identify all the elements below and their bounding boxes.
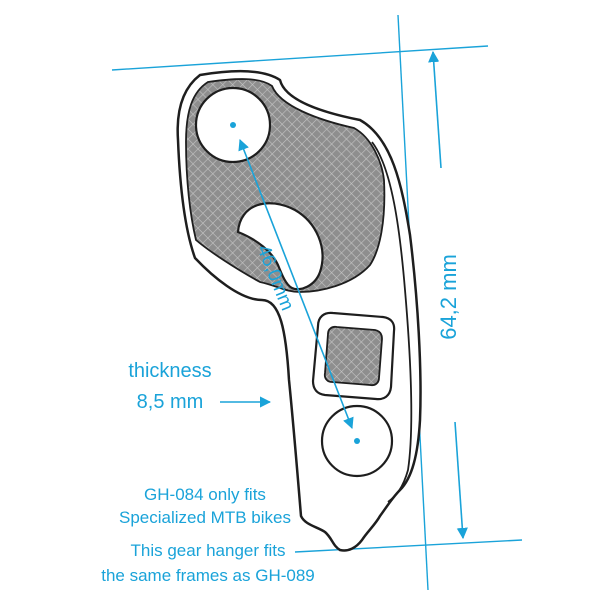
upper-hole-center <box>230 122 236 128</box>
same-frames-line-2: the same frames as GH-089 <box>101 566 315 585</box>
top-extension-line <box>111 45 489 71</box>
fit-note-line-2: Specialized MTB bikes <box>119 508 291 527</box>
height-arrow-bottom <box>454 421 468 540</box>
thickness-value: 8,5 mm <box>137 391 204 413</box>
bottom-extension-line <box>294 539 523 553</box>
hanger-square-boss <box>323 325 383 387</box>
same-frames-line-1: This gear hanger fits <box>131 541 286 560</box>
hole-distance-arrow <box>238 138 354 430</box>
thickness-label: thickness <box>128 360 211 382</box>
fit-note-line-1: GH-084 only fits <box>144 485 266 504</box>
height-label: 64,2 mm <box>436 254 461 340</box>
hanger-inner-groove <box>371 141 413 503</box>
lower-hole-center <box>354 438 360 444</box>
height-arrow-top <box>428 50 442 169</box>
